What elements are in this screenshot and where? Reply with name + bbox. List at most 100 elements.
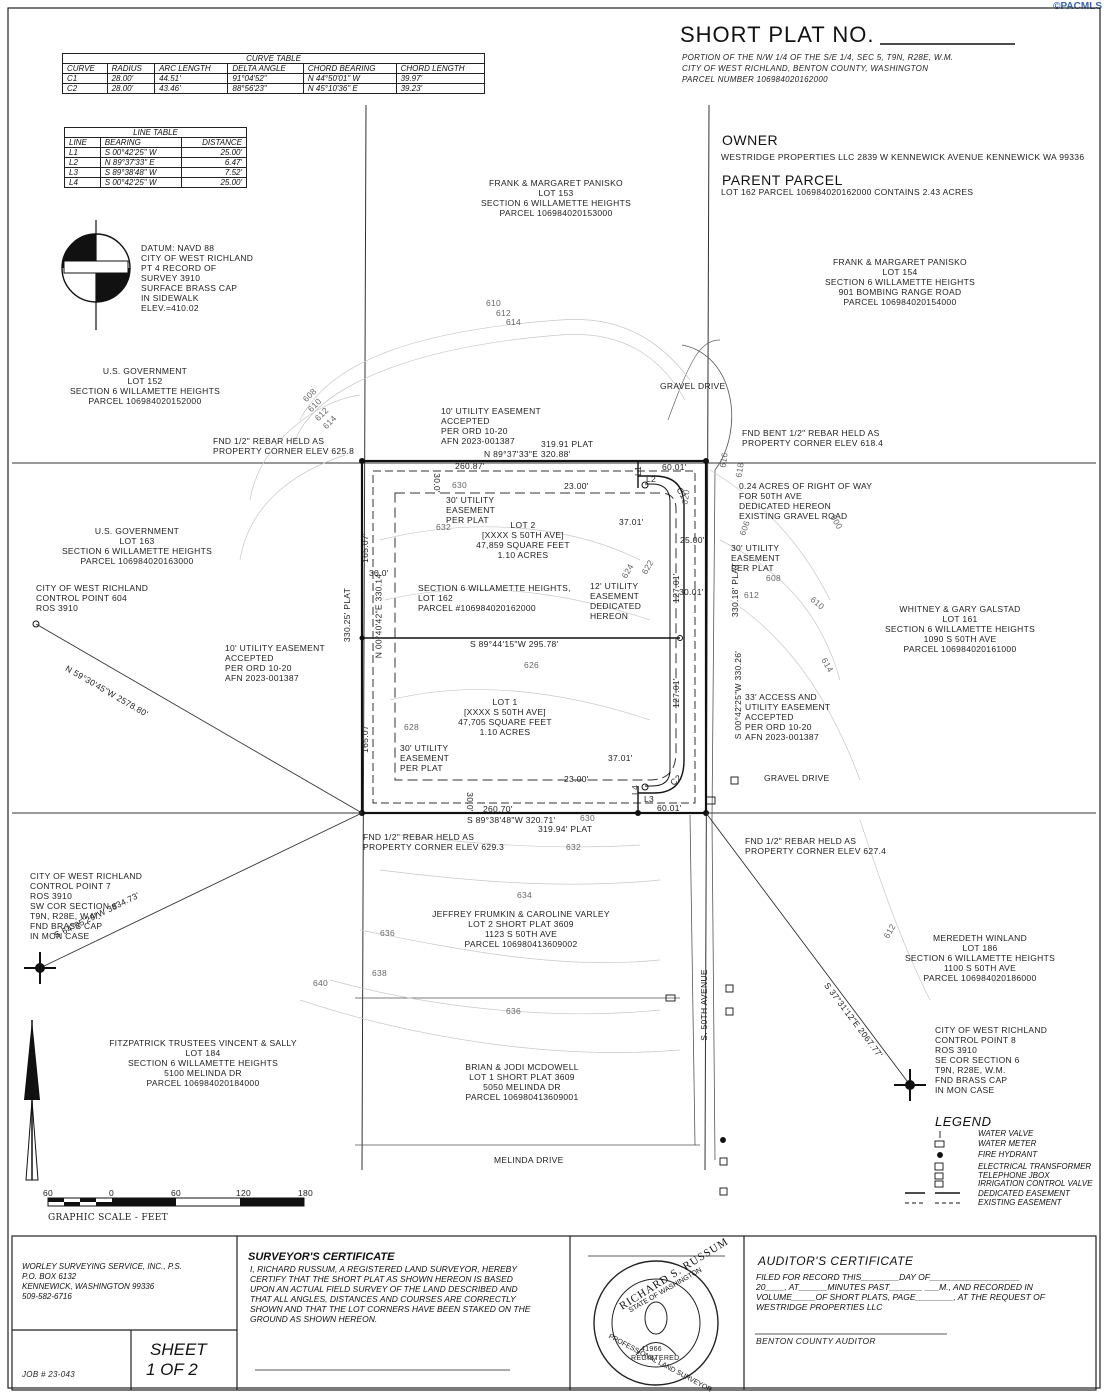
- cell: L3: [64, 167, 101, 178]
- cell: 44.51': [154, 73, 229, 84]
- label-d30c: 30.0': [464, 792, 475, 812]
- seal-number: 41966: [641, 1346, 662, 1353]
- label-line: FND BENT 1/2" REBAR HELD AS: [742, 428, 880, 438]
- contour-label: 608: [766, 573, 782, 583]
- corner-ne: [703, 458, 709, 464]
- cell: N 45°10'36" E: [302, 83, 397, 94]
- label-line: ACCEPTED: [441, 416, 490, 426]
- label-line: 1.10 ACRES: [497, 550, 549, 560]
- cell: L4: [64, 177, 101, 188]
- legend-item: WATER VALVE: [978, 1129, 1034, 1138]
- contour-label: 636: [380, 928, 396, 938]
- label-line: WHITNEY & GARY GALSTAD: [899, 604, 1021, 614]
- parent-parcel-heading: PARENT PARCEL: [722, 172, 843, 188]
- contour-label: 636: [506, 1006, 522, 1016]
- label-d25: 25.00': [680, 535, 705, 545]
- curve-table: CURVE TABLE CURVE RADIUS ARC LENGTH DELT…: [62, 53, 486, 94]
- cell: N 44°50'01" W: [302, 73, 397, 84]
- label-line: ROS 3910: [935, 1045, 978, 1055]
- label-line: FRANK & MARGARET PANISKO: [489, 178, 623, 188]
- label-line: PROPERTY CORNER ELEV 629.3: [363, 842, 505, 852]
- brand-watermark: ©PACMLS: [1053, 1, 1102, 12]
- corner-nw: [359, 458, 365, 464]
- header-cell: CHORD BEARING: [302, 63, 397, 74]
- label-line: FND 1/2" REBAR HELD AS: [745, 836, 857, 846]
- label-line: PARCEL 106984020153000: [499, 208, 613, 218]
- datum-badge: DATUM: [81, 263, 111, 272]
- label-d127a: 127.01': [670, 573, 681, 603]
- label-b_s2: 260.70': [483, 804, 513, 814]
- label-line: SECTION 6 WILLAMETTE HEIGHTS: [127, 1058, 279, 1068]
- label-b_e_plat: 330.18' PLAT: [730, 562, 741, 618]
- cell: 25.00': [180, 147, 248, 158]
- page-title: SHORT PLAT NO.: [680, 22, 875, 47]
- curve-table-header: CURVE RADIUS ARC LENGTH DELTA ANGLE CHOR…: [62, 63, 486, 74]
- label-line: 901 BOMBING RANGE ROAD: [838, 287, 962, 297]
- sheet-label: SHEET: [150, 1340, 207, 1359]
- label-line: U.S. GOVERNMENT: [102, 366, 188, 376]
- contour-label: 638: [372, 968, 388, 978]
- label-line: T9N, R28E, W.M.: [935, 1065, 1006, 1075]
- scale-label: GRAPHIC SCALE - FEET: [48, 1213, 168, 1223]
- label-line: PARCEL 106984020186000: [923, 973, 1037, 983]
- label-d127b: 127.01': [670, 678, 681, 708]
- gravel-drive-edge: [667, 339, 721, 421]
- label-gravel1: GRAVEL DRIVE: [660, 381, 726, 391]
- cell: S 00°42'25" W: [99, 147, 182, 158]
- legend-item: DEDICATED EASEMENT: [978, 1189, 1070, 1198]
- legend-item: FIRE HYDRANT: [978, 1150, 1038, 1159]
- label-line: ACCEPTED: [745, 712, 794, 722]
- contour-label: 612: [744, 590, 760, 600]
- label-line: 30' UTILITY: [731, 543, 780, 553]
- company-block: WORLEY SURVEYING SERVICE, INC., P.S. P.O…: [22, 1262, 182, 1301]
- north-arrow: [24, 1020, 40, 1181]
- label-line: PARCEL 106980413609002: [464, 939, 578, 949]
- label-line: FND BRASS CAP: [935, 1075, 1008, 1085]
- access-road-inner: [645, 483, 671, 787]
- label-line: EXISTING GRAVEL ROAD: [739, 511, 848, 521]
- label-line: EASEMENT: [400, 753, 450, 763]
- tie-line-cp8: [705, 812, 911, 1086]
- header-cell: BEARING: [99, 137, 182, 148]
- label-line: LOT 1 SHORT PLAT 3609: [469, 1072, 575, 1082]
- label-line: PER PLAT: [400, 763, 443, 773]
- datum-line: DATUM: NAVD 88: [141, 243, 215, 253]
- label-line: IN MON CASE: [30, 931, 90, 941]
- seal-registered: REGISTERED: [631, 1355, 680, 1362]
- contour-label: 632: [566, 842, 582, 852]
- line-table-header: LINE BEARING DISTANCE: [64, 137, 248, 148]
- label-line: EASEMENT: [446, 505, 496, 515]
- label-line: 30' UTILITY: [446, 495, 495, 505]
- scale-tick: 180: [298, 1188, 314, 1198]
- label-line: PARCEL #106984020162000: [418, 603, 536, 613]
- label-b_s: S 89°38'48"W 320.71': [467, 815, 556, 825]
- cell: 43.46': [154, 83, 229, 94]
- sheet-border: [7, 7, 1101, 1389]
- label-d2300b: 23.00': [564, 774, 589, 784]
- label-line: IN MON CASE: [935, 1085, 995, 1095]
- label-d30d: 30.01': [679, 587, 704, 597]
- cell: 7.52': [180, 167, 248, 178]
- label-line: LOT 154: [882, 267, 918, 277]
- label-line: PROPERTY CORNER ELEV 618.4: [742, 438, 884, 448]
- road-edge-east: [681, 344, 733, 1161]
- label-line: FITZPATRICK TRUSTEES VINCENT & SALLY: [109, 1038, 297, 1048]
- cell: C1: [62, 73, 108, 84]
- label-line: U.S. GOVERNMENT: [94, 526, 180, 536]
- label-line: SECTION 6 WILLAMETTE HEIGHTS: [824, 277, 976, 287]
- cp7-marker: [24, 952, 56, 984]
- label-line: T9N, R28E, W.M.: [30, 911, 101, 921]
- scale-tick: 120: [236, 1188, 252, 1198]
